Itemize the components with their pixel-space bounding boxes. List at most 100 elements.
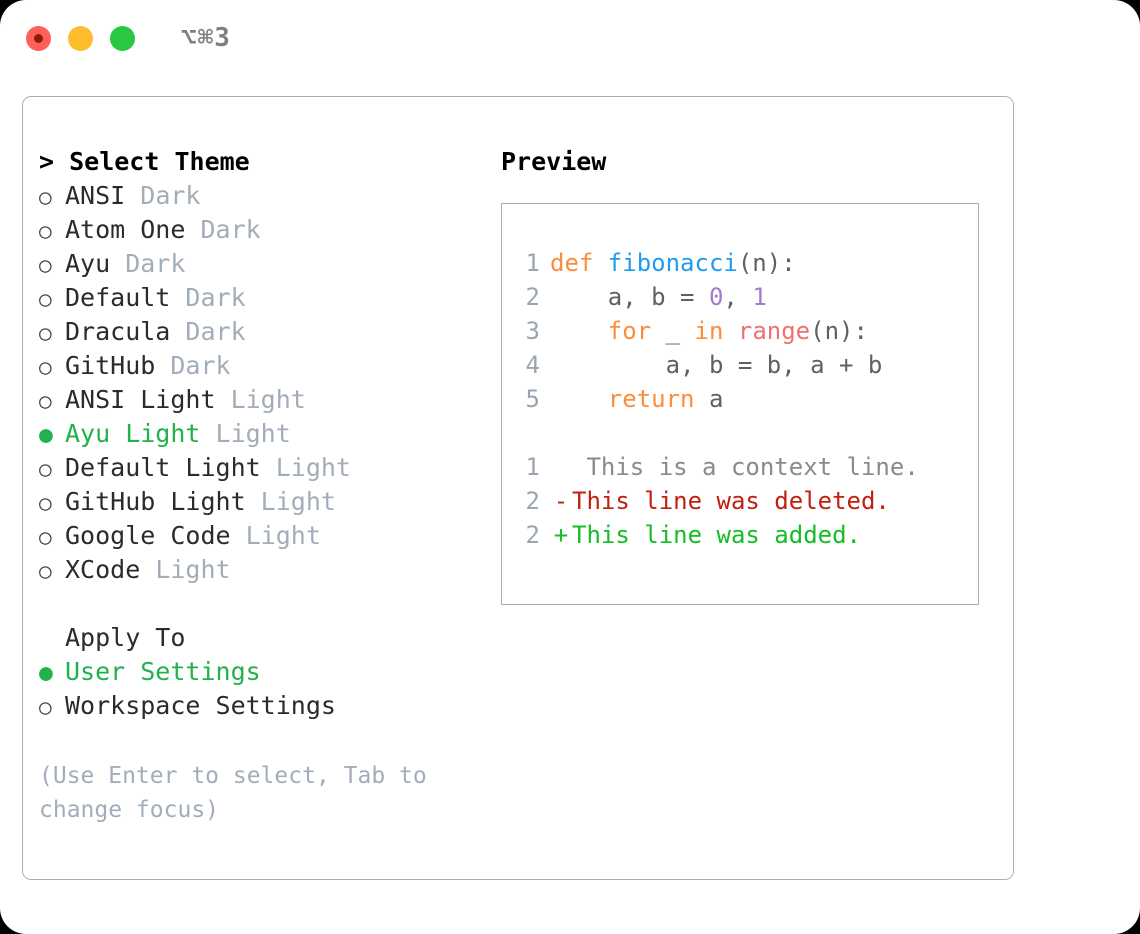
theme-option-tag: Light [260, 453, 351, 482]
radio-unselected-icon: ○ [39, 457, 52, 481]
theme-option-google-code[interactable]: ○Google Code Light [39, 519, 499, 553]
keyboard-shortcut-label: ⌥⌘3 [181, 23, 231, 53]
theme-option-tag: Light [245, 487, 336, 516]
theme-option-tag: Light [215, 385, 306, 414]
radio-selected-icon: ● [39, 660, 53, 686]
theme-option-label: Ayu [65, 249, 111, 278]
theme-option-label: Google Code [65, 521, 231, 550]
code-token: 0 [708, 283, 724, 311]
theme-option-github[interactable]: ○ GitHub Dark [39, 349, 499, 383]
apply-option-label: User Settings [65, 657, 261, 686]
theme-option-default[interactable]: ○ Default Dark [39, 281, 499, 315]
code-token: return [607, 385, 695, 413]
diff-marker: - [553, 487, 569, 515]
maximize-button[interactable] [110, 25, 135, 51]
diff-text: This line was added. [572, 521, 861, 549]
theme-option-tag: Dark [110, 249, 186, 278]
list-spacer [39, 587, 499, 621]
radio-unselected-icon: ○ [39, 355, 52, 379]
line-number: 2 [525, 487, 540, 515]
theme-option-ayu[interactable]: ○ Ayu Dark [39, 247, 499, 281]
code-token: (n): [810, 317, 868, 345]
code-diff-separator [516, 416, 978, 450]
code-token: , [723, 283, 753, 311]
radio-unselected-icon: ○ [39, 253, 52, 277]
radio-unselected-icon: ○ [39, 559, 52, 583]
line-number: 5 [525, 385, 540, 413]
code-line: 3 for _ in range(n): [516, 314, 978, 348]
keyboard-hint: (Use Enter to select, Tab to change focu… [39, 763, 427, 823]
theme-option-label: ANSI Light [65, 385, 216, 414]
code-line: 5 return a [516, 382, 978, 416]
code-token: def [550, 249, 608, 277]
theme-option-github-light[interactable]: ○ GitHub Light Light [39, 485, 499, 519]
diff-text: This is a context line. [572, 453, 919, 481]
diff-text: This line was deleted. [572, 487, 890, 515]
theme-option-default-light[interactable]: ○Default Light Light [39, 451, 499, 485]
theme-option-label: ANSI [65, 181, 126, 210]
theme-option-ayu-light[interactable]: ●Ayu Light Light [39, 417, 499, 451]
line-number: 2 [525, 283, 540, 311]
diff-line-ctx: 1 This is a context line. [516, 450, 978, 484]
theme-option-tag: Dark [170, 283, 246, 312]
diff-sample: 1 This is a context line.2-This line was… [516, 450, 978, 552]
code-token [550, 382, 608, 416]
code-token: range [737, 317, 811, 345]
radio-unselected-icon: ○ [39, 525, 52, 549]
line-number: 1 [525, 453, 540, 481]
code-line: 2 a, b = 0, 1 [516, 280, 978, 314]
radio-selected-icon: ● [39, 422, 53, 448]
line-number: 2 [525, 521, 540, 549]
preview-heading: Preview [501, 147, 607, 176]
theme-option-atom-one[interactable]: ○ Atom One Dark [39, 213, 499, 247]
close-button[interactable] [26, 25, 51, 51]
title-bar: ⌥⌘3 [0, 0, 1140, 76]
code-token: 1 [752, 283, 767, 311]
radio-unselected-icon: ○ [39, 185, 52, 209]
radio-unselected-icon: ○ [39, 219, 52, 243]
theme-option-label: Default [65, 283, 171, 312]
apply-option-user-settings[interactable]: ● User Settings [39, 655, 499, 689]
minimize-button[interactable] [68, 25, 93, 51]
theme-option-tag: Dark [155, 351, 231, 380]
code-token [723, 314, 737, 348]
diff-line-add: 2 +This line was added. [516, 518, 978, 552]
code-token: a, b = b, a + b [550, 351, 883, 379]
theme-option-label: GitHub Light [65, 487, 246, 516]
apply-option-workspace-settings[interactable]: ○Workspace Settings [39, 689, 499, 723]
theme-option-label: Dracula [65, 317, 171, 346]
code-line: 4 a, b = b, a + b [516, 348, 978, 382]
theme-option-tag: Light [200, 419, 291, 448]
code-token: for [607, 317, 652, 345]
select-theme-heading: > Select Theme [39, 147, 250, 176]
theme-option-tag: Dark [185, 215, 261, 244]
content-panel: > Select Theme ○ANSI Dark○Atom One Dark○… [22, 96, 1014, 880]
window-controls [26, 25, 135, 51]
theme-option-ansi-light[interactable]: ○ANSI Light Light [39, 383, 499, 417]
diff-line-del: 2-This line was deleted. [516, 484, 978, 518]
diff-marker [550, 450, 572, 484]
theme-option-tag: Dark [170, 317, 246, 346]
code-token: a [694, 385, 724, 413]
radio-unselected-icon: ○ [39, 321, 52, 345]
diff-marker: + [553, 521, 569, 549]
theme-option-label: GitHub [65, 351, 156, 380]
theme-option-label: Atom One [65, 215, 186, 244]
apply-to-heading: Apply To [65, 623, 186, 652]
theme-list: ○ANSI Dark○Atom One Dark○Ayu Dark○Defaul… [39, 179, 499, 587]
theme-option-xcode[interactable]: ○XCode Light [39, 553, 499, 587]
radio-unselected-icon: ○ [39, 491, 52, 515]
radio-unselected-icon: ○ [39, 287, 52, 311]
theme-option-ansi[interactable]: ○ANSI Dark [39, 179, 499, 213]
code-token: fibonacci [607, 249, 738, 277]
code-token: _ [651, 317, 695, 345]
code-token: (n): [737, 249, 796, 277]
code-token: in [694, 317, 724, 345]
line-number: 3 [525, 317, 540, 345]
theme-option-dracula[interactable]: ○ Dracula Dark [39, 315, 499, 349]
